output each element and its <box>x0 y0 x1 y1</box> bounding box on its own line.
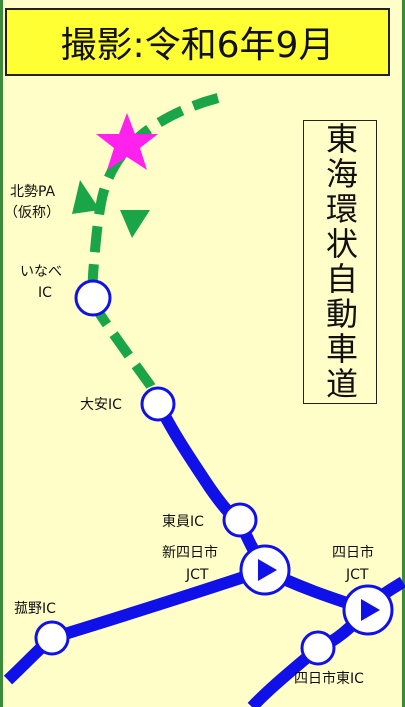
yokkaichi-higashi-ic-marker <box>300 630 336 666</box>
pa-triangle-icon <box>72 180 100 214</box>
inabe-ic-marker <box>74 279 112 317</box>
pa-triangle-icon <box>120 210 150 238</box>
inabe-ic-label-line1: いなべ <box>20 264 62 280</box>
jct-play-icon <box>361 599 380 621</box>
shin-yokkaichi-jct-label-line1: 新四日市 <box>162 545 218 561</box>
shin-meishin-route <box>3 564 267 685</box>
komono-ic-label: 菰野IC <box>14 601 56 617</box>
photo-date-title: 撮影:令和6年9月 <box>5 8 390 76</box>
kitasei-pa-label: 北勢PA <box>10 184 56 200</box>
expressway-name: 東海環状自動車道 <box>321 122 359 402</box>
daian-ic-label: 大安IC <box>80 397 122 413</box>
higashiin-ic-marker <box>222 502 258 538</box>
expressway-name-box: 東海環状自動車道 <box>303 120 377 404</box>
shin-yokkaichi-jct-label-line2: JCT <box>186 567 209 583</box>
yokkaichi-jct-marker <box>342 584 394 636</box>
inabe-ic-label-line2: IC <box>38 285 52 301</box>
shin-yokkaichi-jct-marker <box>239 544 291 596</box>
yokkaichi-jct-label-line2: JCT <box>346 567 369 583</box>
yokkaichi-higashi-ic-label: 四日市東IC <box>294 671 364 687</box>
kitasei-pa-note: （仮称） <box>4 205 60 221</box>
yokkaichi-jct-label-line1: 四日市 <box>332 545 374 561</box>
higashiin-ic-label: 東員IC <box>162 514 204 530</box>
photo-location-star-icon <box>96 113 158 170</box>
jct-play-icon <box>258 559 277 581</box>
komono-ic-marker <box>34 620 70 656</box>
planned-route-section <box>87 93 220 405</box>
daian-ic-marker <box>140 386 176 422</box>
